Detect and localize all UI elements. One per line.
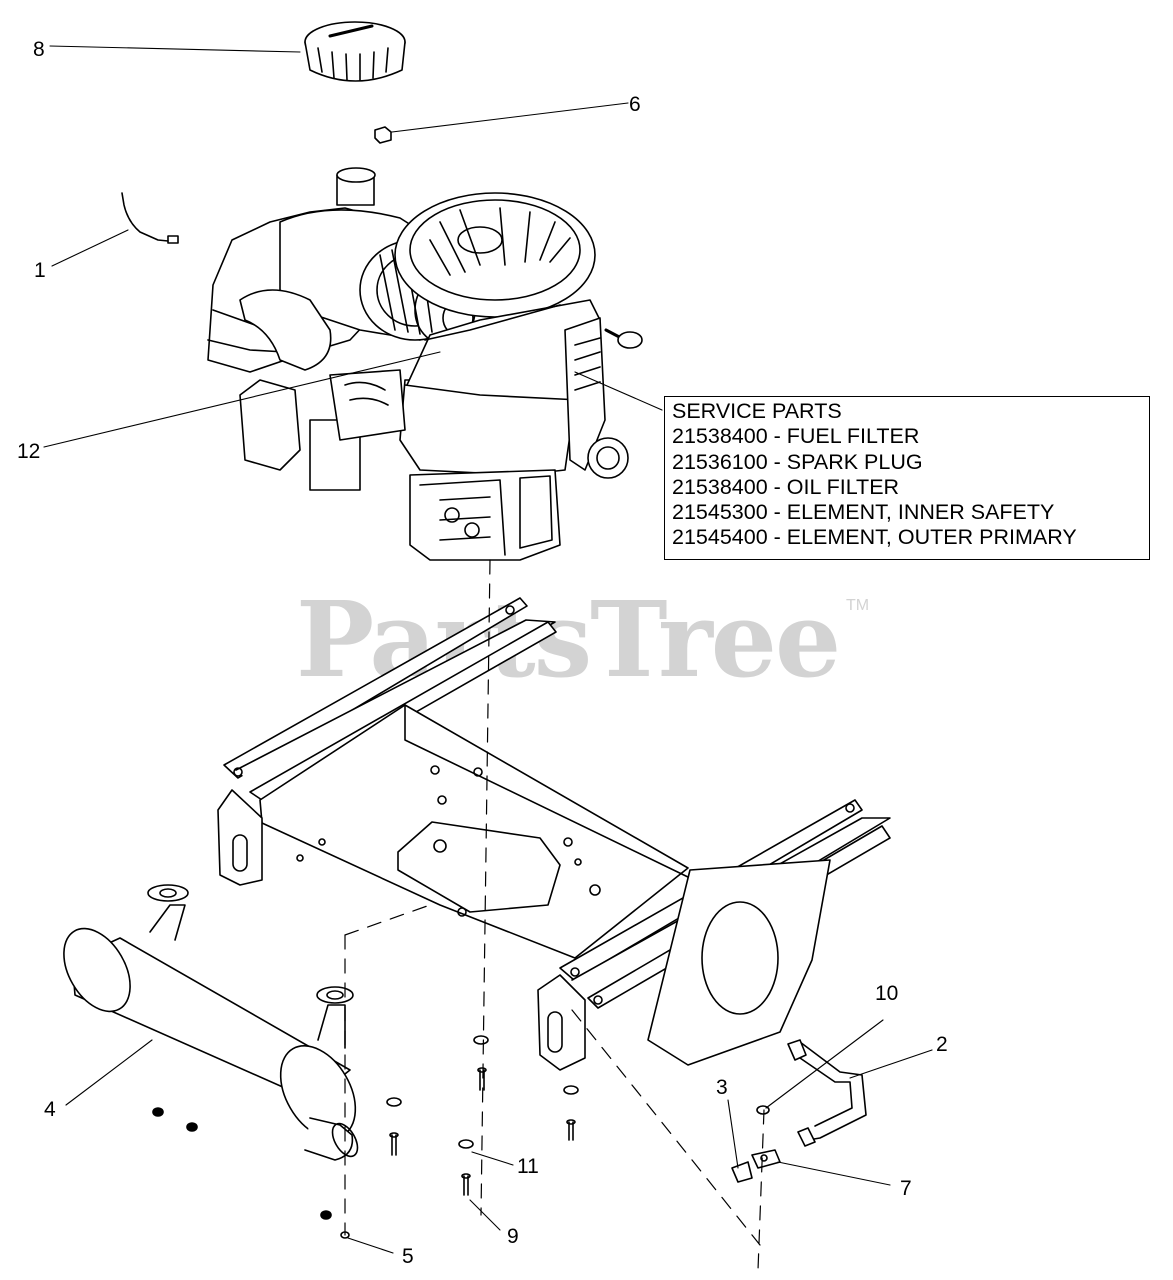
engine-mount-frame[interactable]: [217, 597, 891, 1071]
engine-assembly[interactable]: [207, 167, 643, 561]
service-part-outer-element: 21545400 - ELEMENT, OUTER PRIMARY: [672, 525, 1077, 550]
callout-5: 5: [402, 1245, 414, 1268]
service-parts-box: SERVICE PARTS 21538400 - FUEL FILTER 215…: [664, 396, 1150, 560]
callout-leaders: [43, 45, 933, 1254]
callout-10: 10: [875, 982, 898, 1005]
callout-1: 1: [34, 259, 46, 282]
callout-7: 7: [900, 1177, 912, 1200]
service-part-spark-plug: 21536100 - SPARK PLUG: [672, 449, 923, 474]
callout-8: 8: [33, 38, 45, 61]
callout-12: 12: [17, 440, 40, 463]
service-part-oil-filter: 21538400 - OIL FILTER: [672, 474, 900, 499]
part-5-nuts[interactable]: [152, 1107, 350, 1239]
watermark-trademark: TM: [846, 597, 869, 614]
part-11-washers[interactable]: [386, 1035, 579, 1149]
callout-2: 2: [936, 1033, 948, 1056]
service-part-fuel-filter: 21538400 - FUEL FILTER: [672, 424, 920, 449]
part-8-air-cleaner-cover[interactable]: [304, 21, 406, 82]
part-9-bolts[interactable]: [389, 1067, 576, 1196]
part-6-clip[interactable]: [374, 126, 392, 144]
callout-3: 3: [716, 1076, 728, 1099]
part-1-sensor-wire[interactable]: [121, 192, 179, 244]
part-2-fitting-tube[interactable]: [787, 1039, 867, 1147]
assembly-lines: [344, 559, 765, 1271]
callout-11: 11: [517, 1155, 539, 1178]
callout-9: 9: [507, 1225, 519, 1248]
part-3-block[interactable]: [731, 1161, 753, 1183]
service-parts-heading: SERVICE PARTS: [672, 399, 842, 423]
callout-6: 6: [629, 93, 641, 116]
callout-4: 4: [44, 1098, 56, 1121]
service-part-inner-element: 21545300 - ELEMENT, INNER SAFETY: [672, 500, 1055, 525]
part-7-clamp[interactable]: [751, 1149, 781, 1169]
part-4-muffler[interactable]: [50, 884, 370, 1161]
